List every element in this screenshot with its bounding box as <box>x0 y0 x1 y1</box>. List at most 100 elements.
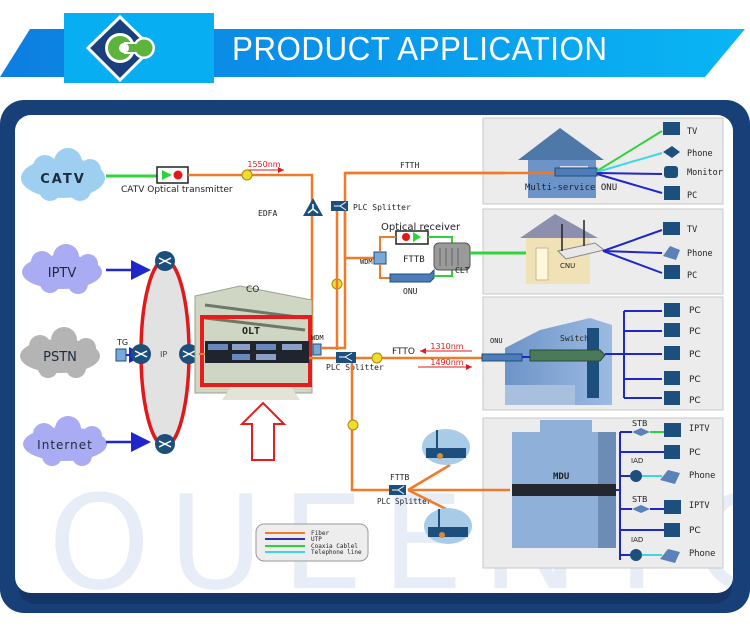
co-building <box>194 285 313 400</box>
plc-splitter-bottom-icon <box>389 485 406 495</box>
phone-icon <box>663 146 680 158</box>
legend-fiber: Fiber <box>311 530 329 537</box>
cloud-iptv: IPTV <box>22 244 102 294</box>
cnu-house-icon <box>520 214 598 284</box>
co-label: CO <box>246 285 259 295</box>
home-device-label: Multi-service ONU <box>525 183 617 193</box>
wavelength-1490-label: 1490nm <box>430 358 463 367</box>
olt-label: OLT <box>242 326 260 337</box>
fttb-mid-label: FTTB <box>403 255 425 265</box>
highlight-arrow-icon <box>239 401 287 461</box>
optical-receiver-label: Optical receiver <box>381 222 461 233</box>
mdu-iad-label-2: IAD <box>631 536 643 544</box>
router-icon <box>155 434 175 454</box>
stb-icon <box>632 505 650 513</box>
diagram-canvas: OUEENTON CATV CATV Optical transmitter 1… <box>15 115 733 593</box>
fiber-user2-link <box>407 488 449 512</box>
office-endpoint-pc: PC <box>689 375 701 385</box>
utp-cnu-phone <box>602 250 663 254</box>
iad-icon <box>630 549 642 561</box>
legend-telephone: Telephone line <box>311 549 362 556</box>
home-endpoint-phone: Phone <box>687 149 713 159</box>
office-pc-list <box>624 303 680 405</box>
office-onu-icon <box>481 353 523 362</box>
panel-home <box>482 117 724 205</box>
pc-icon <box>664 445 680 459</box>
phone-icon <box>663 246 680 260</box>
coax-tv <box>596 130 663 172</box>
multi-service-onu-icon <box>554 167 598 177</box>
legend: Fiber UTP Coaxia Cablel Telephone line <box>255 523 369 562</box>
logo-box <box>64 13 214 83</box>
plc-splitter-top-icon <box>331 201 348 211</box>
mdu-endpoint-pc-1: PC <box>689 448 701 458</box>
mdu-label: MDU <box>553 472 569 482</box>
utp-cnu-tv <box>602 229 663 252</box>
coax-onu-clt <box>434 268 453 277</box>
fttb-bottom-label: FTTB <box>390 473 409 482</box>
tv-icon <box>664 423 681 437</box>
cnu-endpoint-phone: Phone <box>687 249 713 259</box>
cloud-catv-label: CATV <box>40 172 86 187</box>
utp-cnu-pc <box>602 250 663 274</box>
mdu-endpoint-iptv-2: IPTV <box>689 501 709 511</box>
cloud-internet: Internet <box>23 416 107 466</box>
mdu-endpoint-phone-1: Phone <box>689 471 715 481</box>
mdu-endpoint-iptv-1: IPTV <box>689 424 709 434</box>
wdm-mid-icon <box>373 251 387 265</box>
utp-pc <box>596 173 663 194</box>
mdu-stb-label-1: STB <box>632 419 647 428</box>
ftto-label: FTTO <box>392 347 415 357</box>
oueenton-logo-icon <box>85 14 155 83</box>
plc-splitter-top-label: PLC Splitter <box>353 203 411 212</box>
cloud-catv: CATV <box>21 148 105 201</box>
pc-icon <box>664 186 680 200</box>
legend-coax: Coaxia Cablel <box>311 543 358 550</box>
fiber-fttb-bottom-link <box>350 363 392 492</box>
wdm-left-label: WDM <box>311 334 324 342</box>
network-diagram: OUEENTON CATV CATV Optical transmitter 1… <box>20 117 733 593</box>
office-switch-label: Switch <box>560 334 589 343</box>
catv-transmitter-label: CATV Optical transmitter <box>121 185 233 195</box>
plc-splitter-bottom-label: PLC Splitter <box>377 497 432 506</box>
stb-icon <box>632 428 650 436</box>
pc-icon <box>664 391 680 405</box>
catv-optical-transmitter <box>156 166 189 184</box>
tv-icon <box>664 500 681 514</box>
home-endpoint-monitor: Monitor <box>687 168 723 178</box>
fiber-connector-icon <box>371 352 383 364</box>
pc-icon <box>664 371 680 385</box>
office-endpoint-pc: PC <box>689 396 701 406</box>
fiber-catv-link <box>188 173 314 345</box>
cloud-internet-label: Internet <box>37 438 93 452</box>
mdu-endpoint-phone-2: Phone <box>689 549 715 559</box>
city-user-icon <box>424 508 472 544</box>
plc-splitter-mid-label: PLC Splitter <box>326 363 384 372</box>
mdu-switch-icon <box>512 484 616 496</box>
wdm-mid-label: WDM <box>360 258 373 266</box>
mdu-iad-label-1: IAD <box>631 457 643 465</box>
utp-monitor <box>596 172 663 175</box>
office-endpoint-pc: PC <box>689 306 701 316</box>
legend-utp: UTP <box>311 536 322 543</box>
office-endpoint-pc: PC <box>689 327 701 337</box>
clt-label: CLT <box>455 266 470 275</box>
office-onu-label: ONU <box>490 337 503 345</box>
cloud-pstn-label: PSTN <box>43 350 77 365</box>
phone-icon <box>660 549 680 563</box>
onu-mid-label: ONU <box>403 287 418 296</box>
ip-label: IP <box>160 350 167 359</box>
home-endpoint-pc: PC <box>687 191 697 201</box>
cnu-label: CNU <box>560 262 575 270</box>
router-icon <box>131 344 151 364</box>
phone-icon <box>660 470 680 484</box>
router-icon <box>155 251 175 271</box>
plc-splitter-mid-icon <box>336 352 356 363</box>
edfa-label: EDFA <box>258 209 277 218</box>
onu-mid-device-icon <box>389 268 435 283</box>
fiber-wdm-splitter <box>321 345 347 350</box>
cnu-endpoint-tv: TV <box>687 225 697 235</box>
page-title: PRODUCT APPLICATION <box>232 30 608 67</box>
fiber-connector-icon <box>241 169 253 181</box>
cloud-pstn: PSTN <box>20 327 100 378</box>
